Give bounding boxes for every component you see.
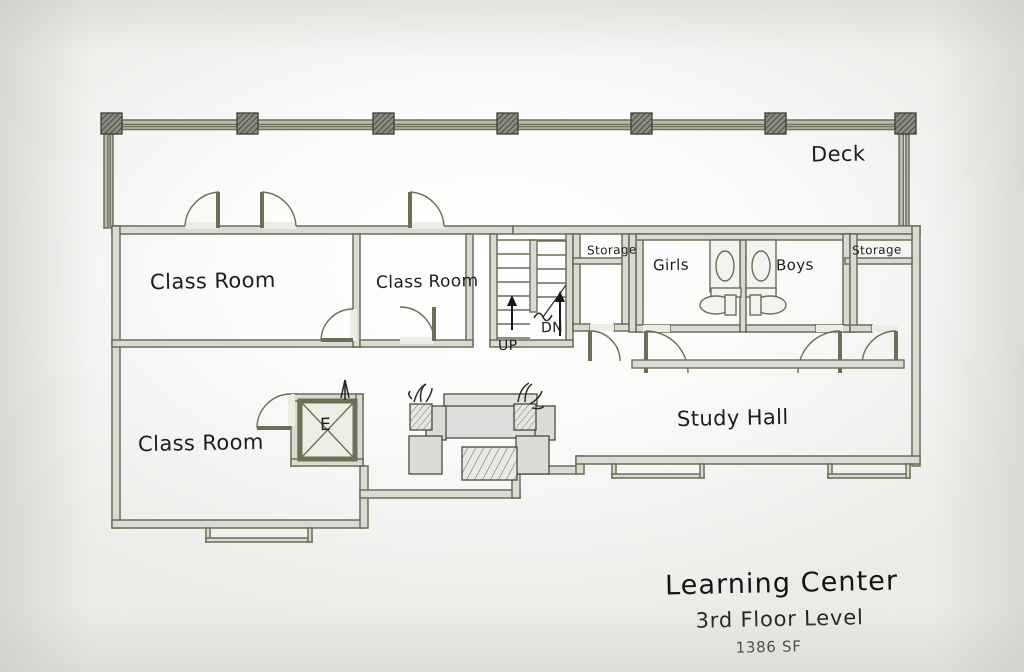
coffee-table	[461, 446, 518, 481]
stair-run-down	[537, 240, 566, 298]
stair-assembly	[497, 239, 567, 339]
plan-title: Learning Center	[664, 565, 899, 602]
room-label-study-hall: Study Hall	[676, 404, 789, 432]
door-classroom-mid-deck	[408, 191, 445, 229]
room-label-restroom-boys: Boys	[775, 255, 814, 275]
plumbing-fixtures	[699, 239, 787, 316]
room-label-class-room-lower-left: Class Room	[137, 429, 264, 457]
plan-level: 3rd Floor Level	[695, 605, 864, 633]
room-label-restroom-girls: Girls	[652, 255, 690, 275]
stair-handrail	[529, 239, 538, 313]
room-label-class-room-upper-left: Class Room	[149, 267, 276, 295]
door-classroom-ul-deck-2	[260, 191, 297, 229]
door-classroom-ul-interior	[320, 308, 357, 342]
room-label-storage-right: Storage	[851, 242, 902, 258]
room-label-storage-center: Storage	[586, 242, 637, 258]
toilet-tank-boys	[749, 294, 762, 316]
lounge-chair-left	[408, 435, 443, 475]
study-hall-counter	[631, 359, 905, 369]
door-swings	[184, 191, 898, 430]
sofa-arm-right	[534, 405, 556, 441]
room-label-class-room-middle: Class Room	[375, 271, 479, 293]
wall-layer	[100, 112, 921, 543]
interior-partitions	[111, 233, 913, 467]
sink-girls	[715, 250, 735, 282]
plant-left	[408, 383, 433, 403]
stair-run-up	[497, 253, 530, 339]
railing-posts	[100, 112, 917, 135]
plant-right	[517, 382, 545, 410]
lounge-chair-right	[515, 435, 550, 475]
planter-left	[409, 403, 433, 431]
door-classroom-mid-interior	[399, 306, 436, 344]
elevator-cab	[297, 379, 358, 462]
door-classroom-ul-deck-1	[184, 191, 220, 229]
deck-railing	[100, 112, 917, 229]
planter-right	[513, 403, 537, 431]
door-storage-center	[588, 324, 621, 362]
stair-up-label: UP	[497, 337, 518, 355]
toilet-tank-girls	[724, 294, 737, 316]
stair-down-label: DN	[540, 319, 564, 337]
room-label-deck: Deck	[810, 141, 866, 167]
stair-direction-arrows	[507, 291, 565, 336]
plan-area: 1386 SF	[735, 637, 802, 657]
elevator-label: E	[319, 414, 332, 436]
door-classroom-ll-lobby	[256, 393, 295, 430]
sink-boys	[751, 250, 771, 282]
lounge-furniture	[408, 382, 556, 481]
title-block: Learning Center 3rd Floor Level 1386 SF	[664, 565, 899, 657]
